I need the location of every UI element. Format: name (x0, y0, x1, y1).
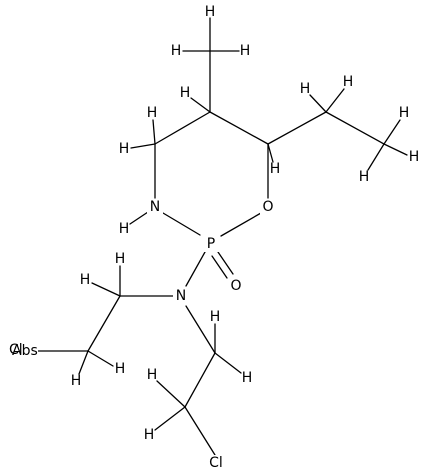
h-ch3-b: H (409, 149, 420, 165)
atom-cl-2: Cl (209, 455, 223, 471)
bond-ca1-h-b (91, 282, 121, 297)
h-n-ring: H (119, 221, 130, 237)
bond-ch3-h-a (383, 119, 401, 145)
bond-p-oxo-b (211, 255, 228, 279)
h-ch2-a: H (300, 81, 311, 97)
atom-labels: O N P O N Cl Cl Abs (8, 199, 276, 471)
bond-c5-h (190, 97, 211, 113)
hydrogen-labels: H H H H H H H H H H H H H H H H H H H H … (71, 4, 420, 443)
h-c4-top: H (147, 105, 158, 121)
h-c4-left: H (119, 141, 130, 157)
bond-ch2-h-a (309, 94, 327, 113)
bond-ch2-h-b (325, 88, 345, 113)
bonds (36, 50, 385, 456)
bond-cb2-h-b (154, 406, 186, 431)
bond-ch3-h-c (367, 143, 385, 171)
bond-cb2-cl2 (184, 406, 216, 456)
atom-p: P (207, 236, 215, 252)
h-me-left: H (171, 43, 182, 59)
atom-o-ring: O (262, 199, 273, 215)
bond-o-p (220, 212, 262, 237)
bond-n-ca2 (185, 305, 216, 354)
bond-n-h (129, 211, 149, 225)
bond-ca2-cb2 (184, 352, 216, 408)
atom-n-exo: N (176, 288, 186, 304)
h-cb1-b: H (71, 373, 82, 389)
h-c6: H (270, 161, 281, 177)
bond-c6-ch2 (267, 111, 327, 145)
h-ca1-b: H (80, 272, 91, 288)
h-me-right: H (240, 43, 251, 59)
bond-c4-c5 (154, 111, 211, 145)
h-c5: H (180, 85, 191, 101)
h-ca2-a: H (210, 309, 221, 325)
h-ch3-a: H (399, 105, 410, 121)
h-me-top: H (205, 4, 216, 20)
bond-p-n-exo (185, 251, 206, 287)
bond-cb1-h-b (78, 350, 89, 375)
bond-ca1-cb1 (87, 295, 121, 352)
bond-c5-c6 (209, 111, 269, 145)
bond-ch2-ch3 (325, 111, 385, 145)
h-cb2-b: H (144, 427, 155, 443)
atom-cl-1: Cl (9, 342, 23, 358)
h-ca2-b: H (242, 370, 253, 386)
bond-cb1-h-a (87, 350, 114, 367)
h-ch3-c: H (359, 169, 370, 185)
h-ca1-a: H (115, 251, 126, 267)
atom-n-ring: N (150, 199, 160, 215)
bond-ch3-h-b (383, 143, 408, 156)
bond-c4-h-left (130, 143, 156, 149)
hydrogen-bonds (78, 17, 408, 431)
h-cb1-a: H (115, 361, 126, 377)
abs-stereo-label: Abs (12, 343, 38, 359)
h-ch2-b: H (343, 74, 354, 90)
bond-c4-h-top (152, 119, 156, 145)
bond-c6-h (267, 143, 274, 163)
bond-p-n-ring (162, 212, 201, 236)
h-cb2-a: H (147, 367, 158, 383)
bond-ca2-h-b (214, 352, 242, 374)
atom-o-oxo: O (230, 278, 241, 294)
bond-p-oxo-a (217, 251, 234, 275)
bond-cb2-h-a (156, 380, 186, 408)
